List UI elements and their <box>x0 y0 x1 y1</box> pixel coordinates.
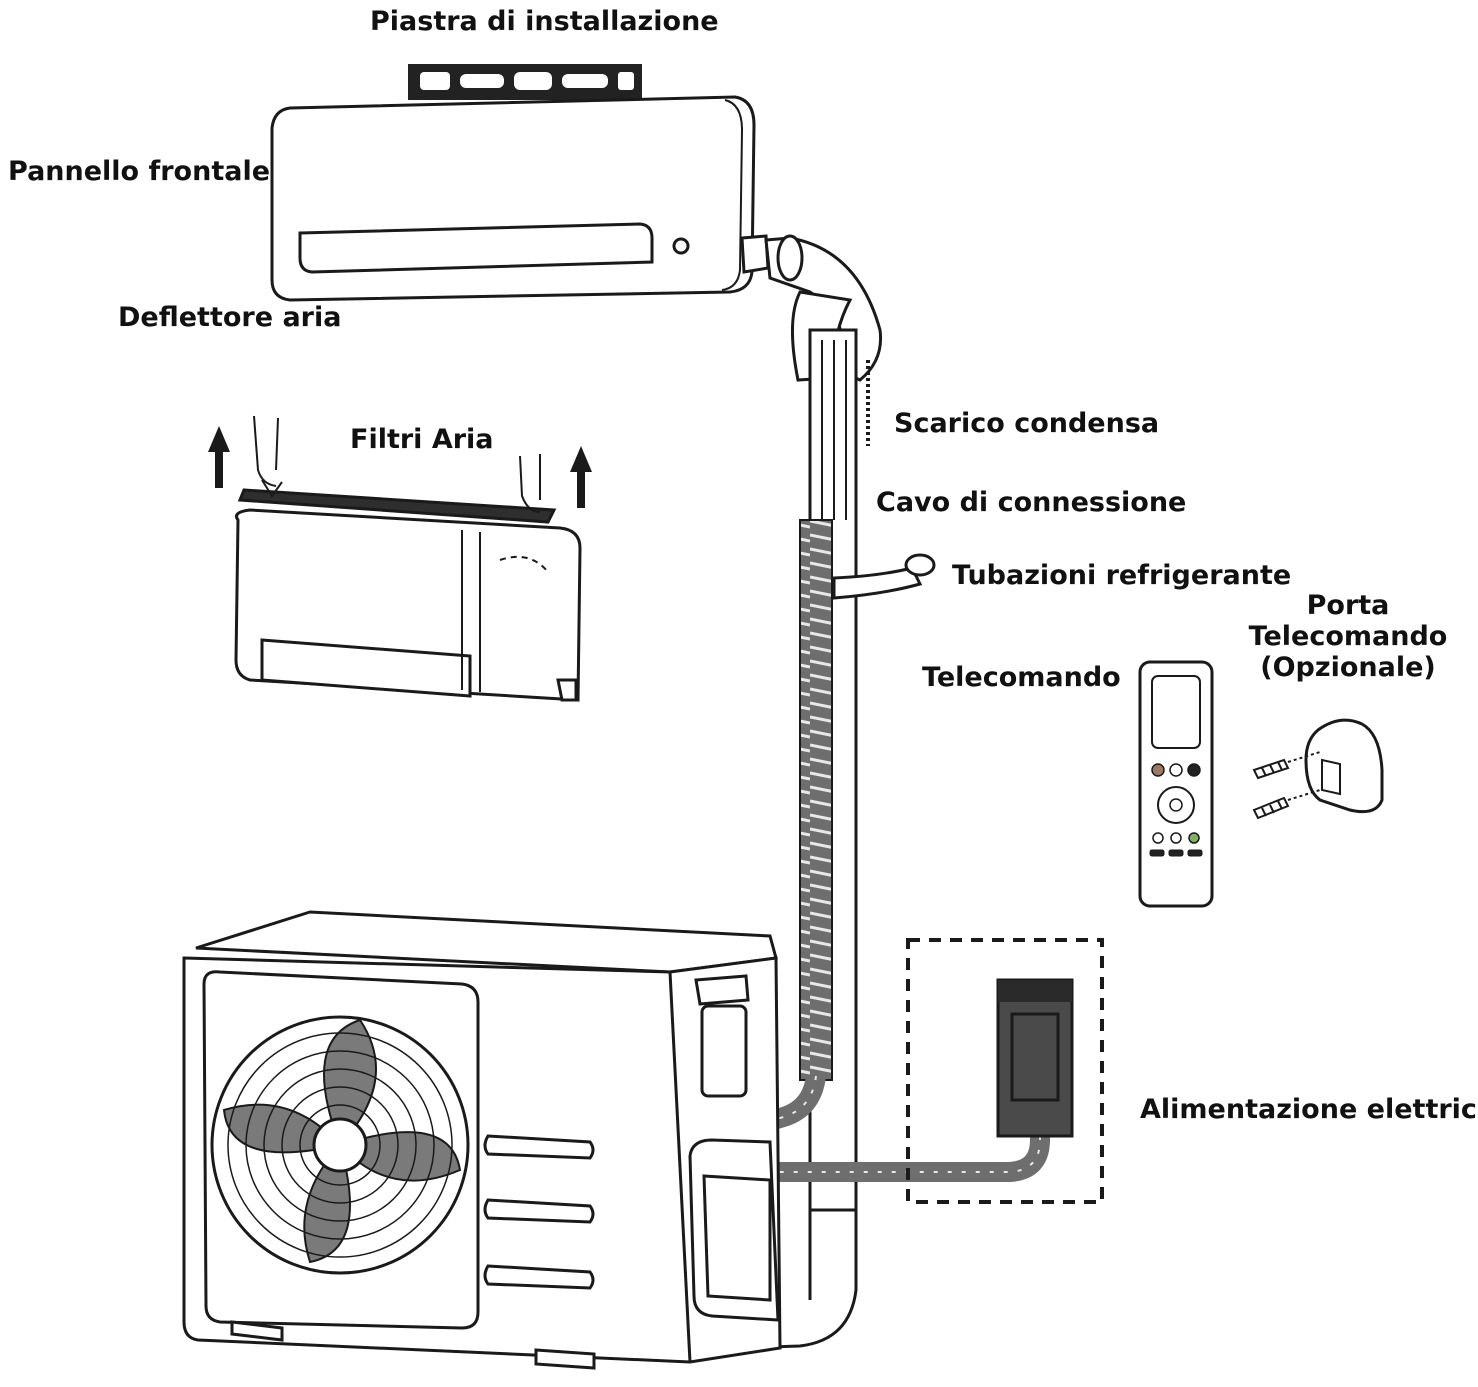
label-remote-holder-line3: (Opzionale) <box>1260 652 1436 684</box>
indicator-light <box>672 237 690 255</box>
power-supply-box <box>996 978 1074 1138</box>
remote-holder <box>1304 718 1384 814</box>
right-hand-icon <box>519 455 541 513</box>
left-hand-icon <box>261 479 283 498</box>
screw-icon <box>1252 751 1321 780</box>
label-power-supply: Alimentazione elettrica <box>1140 1094 1478 1125</box>
label-remote-holder: Porta Telecomando (Opzionale) <box>1248 590 1448 683</box>
refrigerant-pipe-clamp <box>832 553 936 600</box>
air-deflector-flap <box>298 222 654 274</box>
indoor-unit <box>270 95 770 302</box>
air-filter-sheet <box>237 488 557 524</box>
label-air-filters: Filtri Aria <box>350 424 494 455</box>
label-remote-control: Telecomando <box>922 662 1121 693</box>
label-condensate-drain: Scarico condensa <box>894 408 1160 439</box>
power-supply-area <box>906 938 1104 1204</box>
screw-icon <box>1252 789 1321 820</box>
filter-removal-illustration <box>234 415 582 702</box>
outdoor-foot-left <box>230 1320 284 1342</box>
fan-icon <box>210 1015 470 1275</box>
label-refrigerant-pipes: Tubazioni refrigerante <box>952 560 1292 591</box>
label-front-panel: Pannello frontale <box>8 156 271 187</box>
label-remote-holder-line2: Telecomando <box>1248 621 1448 653</box>
label-connection-cable: Cavo di connessione <box>876 487 1187 518</box>
outdoor-foot-right <box>534 1348 596 1370</box>
installation-plate <box>408 64 642 100</box>
remote-display <box>1151 675 1201 749</box>
arrow-up-icon <box>208 426 592 508</box>
label-remote-holder-line1: Porta <box>1306 590 1390 621</box>
label-installation-plate: Piastra di installazione <box>370 6 719 37</box>
label-air-deflector: Deflettore aria <box>118 302 342 333</box>
remote-control <box>1138 660 1214 908</box>
